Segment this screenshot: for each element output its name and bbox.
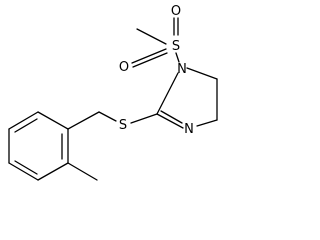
tolyl-ring	[8, 111, 98, 181]
bond-ar-c	[8, 162, 39, 181]
bond-n1-c5	[186, 67, 218, 80]
atom-n1: N	[177, 62, 187, 77]
bond-c2-n1	[156, 72, 179, 115]
thioether-linker	[67, 111, 158, 130]
bond-n3-c2-inner	[160, 110, 183, 124]
atom-s-sulfonyl: S	[172, 39, 180, 54]
bond-c2-s	[130, 113, 158, 124]
atom-n3: N	[184, 122, 194, 137]
bond-methyl-aryl	[67, 162, 98, 181]
bond-s-n1	[175, 52, 180, 63]
bond-ar-inner-2	[14, 160, 38, 175]
bond-s-ch2	[98, 111, 117, 122]
bond-ar-e	[8, 111, 39, 130]
imidazoline-ring	[156, 67, 218, 129]
methylsulfonyl-group	[131, 17, 180, 68]
bond-s-o-left-b	[132, 52, 168, 68]
atom-o-left: O	[119, 60, 129, 75]
bond-methyl-s	[136, 28, 167, 45]
bond-s-o-left-a	[131, 48, 167, 64]
bond-ar-inner-3	[14, 118, 38, 133]
bond-ar-f	[37, 111, 69, 130]
bond-ch2-aryl	[67, 111, 100, 130]
bond-ar-b	[37, 162, 69, 181]
atom-s-thioether: S	[119, 118, 127, 133]
bond-n3-c2	[156, 113, 184, 129]
atom-o-top: O	[171, 4, 181, 19]
bond-c4-n3	[196, 119, 218, 127]
chemical-structure: O S O N N S	[8, 4, 218, 181]
